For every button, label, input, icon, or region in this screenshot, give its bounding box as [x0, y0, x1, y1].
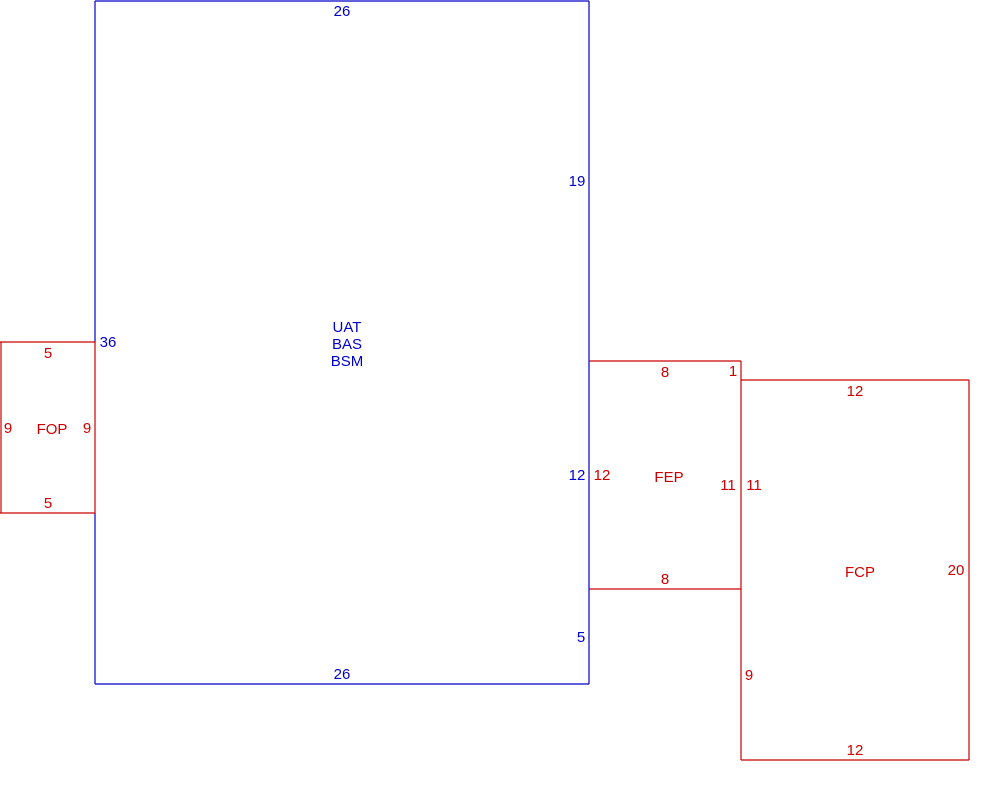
fep-dim-bottom: 8 [661, 571, 669, 588]
main-area [94, 0, 590, 685]
fcp-dim-bottom: 12 [847, 742, 864, 759]
fep-dim-right-offset: 1 [729, 363, 737, 380]
fop-dim-right: 9 [83, 420, 91, 437]
main-code-3: BSM [331, 353, 364, 370]
fop-area [0, 341, 96, 514]
fcp-dim-left-lower: 9 [745, 667, 753, 684]
fop-dim-bottom: 5 [44, 495, 52, 512]
fep-area [589, 360, 742, 590]
main-dim-right-upper: 19 [569, 173, 586, 190]
fep-code: FEP [654, 469, 683, 486]
main-dim-top: 26 [334, 3, 351, 20]
fop-dim-top: 5 [44, 345, 52, 362]
fcp-dim-right: 20 [948, 562, 965, 579]
fcp-dim-top: 12 [847, 383, 864, 400]
fep-dim-right: 11 [720, 477, 736, 494]
fep-dim-top: 8 [661, 364, 669, 381]
fcp-dim-left-upper: 11 [746, 477, 762, 494]
main-dim-left: 36 [100, 334, 117, 351]
fep-dim-left: 12 [594, 467, 611, 484]
main-dim-right-lower: 5 [577, 629, 585, 646]
fcp-code: FCP [845, 564, 875, 581]
fop-dim-left: 9 [4, 420, 12, 437]
main-code-2: BAS [332, 336, 362, 353]
main-dim-right-mid: 12 [569, 467, 586, 484]
fcp-area [740, 379, 970, 761]
fop-code: FOP [37, 421, 68, 438]
main-dim-bottom: 26 [334, 666, 351, 683]
main-code-1: UAT [333, 319, 362, 336]
